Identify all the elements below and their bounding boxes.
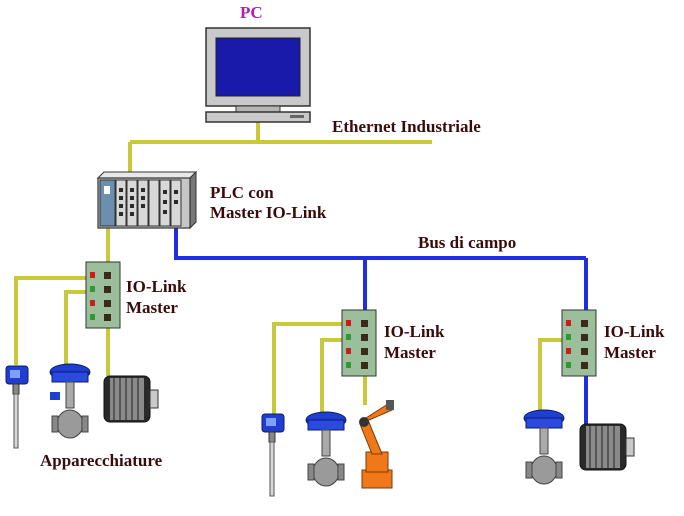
plc-label-line2: Master IO-Link bbox=[210, 203, 327, 222]
sensor-probe-1 bbox=[5, 365, 29, 449]
master-3-label-line1: IO-Link bbox=[604, 322, 665, 341]
io-link-master-2 bbox=[341, 309, 377, 377]
ethernet-label: Ethernet Industriale bbox=[332, 117, 481, 136]
pc-label: PC bbox=[240, 3, 263, 22]
devices-label: Apparecchiature bbox=[40, 451, 163, 470]
sensor-probe-2 bbox=[261, 413, 285, 497]
io-link-master-1 bbox=[85, 261, 121, 329]
motor-2 bbox=[579, 423, 635, 471]
master-3-label-line2: Master bbox=[604, 343, 656, 362]
master-1-label-line1: IO-Link bbox=[126, 277, 187, 296]
plc-label-line1: PLC con bbox=[210, 183, 274, 202]
fieldbus-label: Bus di campo bbox=[418, 233, 516, 252]
control-valve-1 bbox=[49, 363, 91, 439]
io-link-cables-master-2 bbox=[272, 322, 367, 415]
control-valve-3 bbox=[523, 409, 565, 485]
pc-computer bbox=[205, 27, 311, 123]
io-link-cables-master-1 bbox=[14, 228, 110, 376]
industrial-robot bbox=[359, 400, 394, 489]
master-2-label-line2: Master bbox=[384, 343, 436, 362]
io-link-master-3 bbox=[561, 309, 597, 377]
plc-rack bbox=[96, 170, 198, 230]
motor-1 bbox=[103, 375, 159, 423]
control-valve-2 bbox=[305, 411, 347, 487]
io-link-cables-master-3 bbox=[538, 338, 562, 412]
master-1-label-line2: Master bbox=[126, 298, 178, 317]
master-2-label-line1: IO-Link bbox=[384, 322, 445, 341]
fieldbus-cable bbox=[174, 212, 588, 426]
